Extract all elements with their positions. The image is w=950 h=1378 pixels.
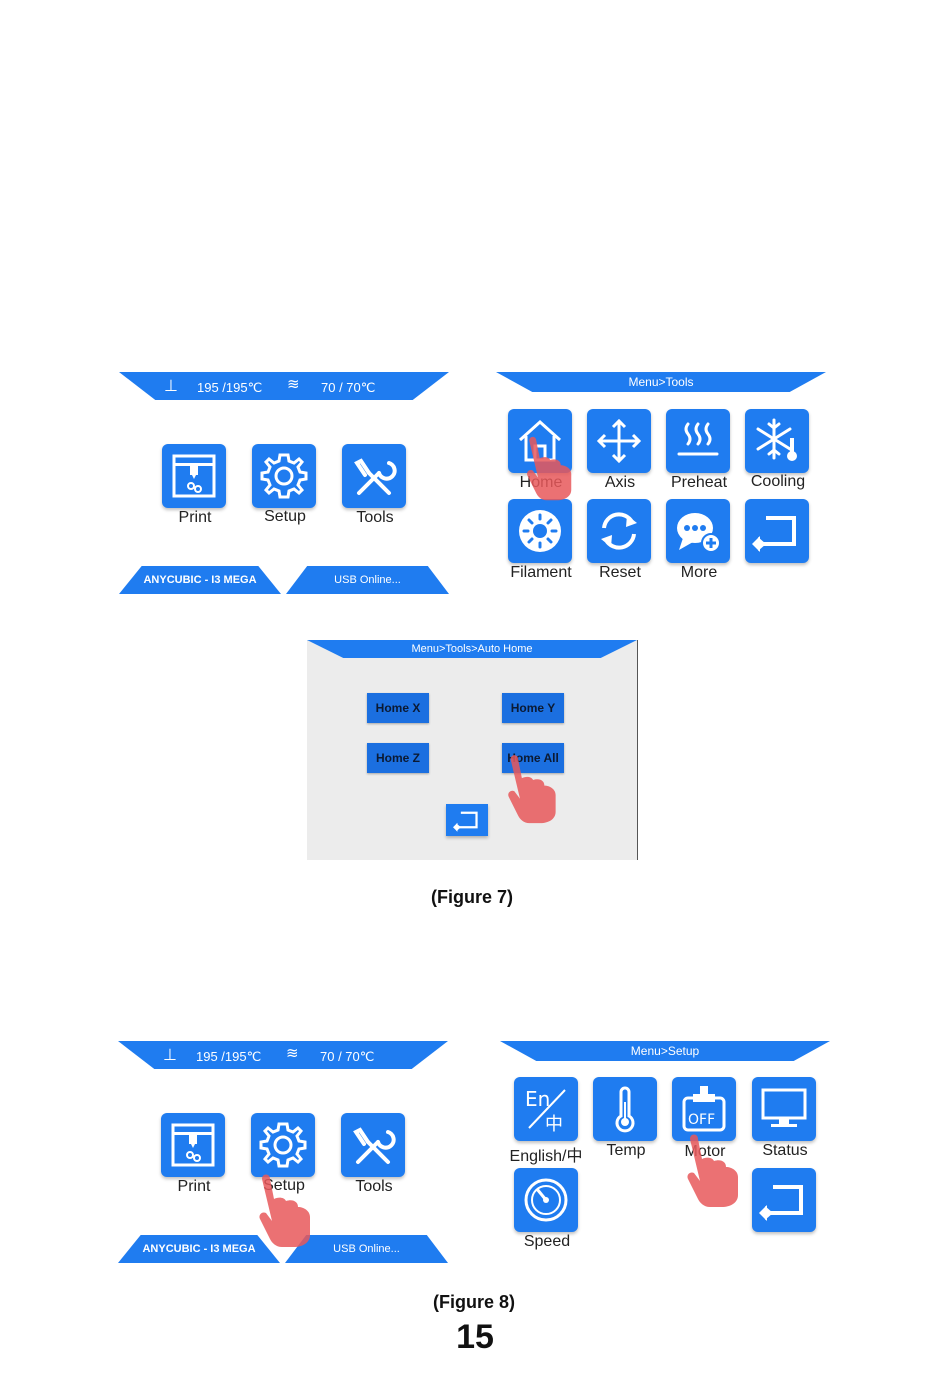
speed-button[interactable]: [514, 1168, 578, 1232]
speed-label: Speed: [523, 1233, 571, 1250]
home-button[interactable]: [508, 409, 572, 473]
temp-label: Temp: [606, 1142, 646, 1159]
filament-label: Filament: [510, 564, 572, 581]
nozzle-icon: ⊥: [163, 1047, 177, 1064]
language-label: English/中: [509, 1148, 583, 1165]
page-number: 15: [456, 1318, 494, 1356]
auto-home-back-button[interactable]: [446, 804, 488, 836]
print-label: Print: [178, 509, 212, 526]
setup-label: Setup: [264, 508, 306, 525]
usb-status: USB Online...: [286, 566, 449, 594]
cooling-button[interactable]: [745, 409, 809, 473]
thermometer-icon: [600, 1084, 650, 1134]
status-bar: [118, 1041, 448, 1069]
tools-button[interactable]: [342, 444, 406, 508]
reset-label: Reset: [599, 564, 641, 581]
nozzle-temp: 195 /195℃: [196, 1049, 262, 1064]
cooling-label: Cooling: [750, 473, 806, 490]
language-icon: [521, 1084, 571, 1134]
tools-label: Tools: [356, 509, 394, 526]
fig7-main-screen: ⊥ 195 /195℃ ≋ 70 / 70℃ Print Setup Tools…: [119, 372, 449, 594]
back-icon: [453, 806, 481, 834]
motor-label: Motor: [684, 1143, 726, 1160]
home-y-button[interactable]: Home Y: [502, 693, 564, 723]
tools-icon: [349, 451, 399, 501]
heat-icon: [673, 416, 723, 466]
home-icon: [515, 416, 565, 466]
figure-8-caption: (Figure 8): [432, 1292, 515, 1312]
tools-button[interactable]: [341, 1113, 405, 1177]
monitor-icon: [759, 1084, 809, 1134]
tools-screen: Menu>Tools Home Axis Preheat Cooling Fil…: [496, 372, 826, 594]
setup-button[interactable]: [251, 1113, 315, 1177]
tools-label: Tools: [355, 1178, 393, 1195]
home-z-button[interactable]: Home Z: [367, 743, 429, 773]
back-button[interactable]: [752, 1168, 816, 1232]
setup-title-bar: Menu>Setup: [500, 1041, 830, 1061]
speedometer-icon: [521, 1175, 571, 1225]
setup-button[interactable]: [252, 444, 316, 508]
preheat-button[interactable]: [666, 409, 730, 473]
printer-icon: [169, 451, 219, 501]
nozzle-icon: ⊥: [164, 378, 178, 395]
filament-button[interactable]: [508, 499, 572, 563]
back-icon: [752, 506, 802, 556]
status-label: Status: [762, 1142, 808, 1159]
figure-7-caption: (Figure 7): [430, 887, 513, 907]
bed-heat-icon: ≋: [287, 376, 300, 393]
back-button[interactable]: [745, 499, 809, 563]
axis-icon: [594, 416, 644, 466]
fig8-main-screen: ⊥ 195 /195℃ ≋ 70 / 70℃ Print Setup Tools…: [118, 1041, 448, 1263]
snowflake-icon: [752, 416, 802, 466]
more-button[interactable]: [666, 499, 730, 563]
status-bar: [119, 372, 449, 400]
auto-home-screen: Menu>Tools>Auto Home Home X Home Y Home …: [307, 640, 638, 860]
back-icon: [759, 1175, 809, 1225]
temp-button[interactable]: [593, 1077, 657, 1141]
bed-temp: 70 / 70℃: [320, 1049, 375, 1064]
gear-icon: [259, 451, 309, 501]
nozzle-temp: 195 /195℃: [197, 380, 263, 395]
print-button[interactable]: [162, 444, 226, 508]
motor-off-icon: [679, 1084, 729, 1134]
brand-bar: ANYCUBIC - I3 MEGA: [119, 566, 281, 594]
home-x-button[interactable]: Home X: [367, 693, 429, 723]
filament-icon: [515, 506, 565, 556]
axis-label: Axis: [604, 474, 636, 491]
usb-status: USB Online...: [285, 1235, 448, 1263]
printer-icon: [168, 1120, 218, 1170]
tools-title-bar: Menu>Tools: [496, 372, 826, 392]
home-label: Home: [519, 474, 563, 491]
bed-temp: 70 / 70℃: [321, 380, 376, 395]
setup-screen: Menu>Setup English/中 Temp Motor Status S…: [500, 1041, 830, 1263]
bed-heat-icon: ≋: [286, 1045, 299, 1062]
print-label: Print: [177, 1178, 211, 1195]
preheat-label: Preheat: [670, 474, 728, 491]
setup-label: Setup: [263, 1177, 305, 1194]
print-button[interactable]: [161, 1113, 225, 1177]
reset-button[interactable]: [587, 499, 651, 563]
brand-bar: ANYCUBIC - I3 MEGA: [118, 1235, 280, 1263]
status-button[interactable]: [752, 1077, 816, 1141]
more-icon: [673, 506, 723, 556]
gear-icon: [258, 1120, 308, 1170]
motor-button[interactable]: [672, 1077, 736, 1141]
more-label: More: [680, 564, 718, 581]
axis-button[interactable]: [587, 409, 651, 473]
language-button[interactable]: [514, 1077, 578, 1141]
tools-icon: [348, 1120, 398, 1170]
auto-home-title-bar: Menu>Tools>Auto Home: [307, 640, 637, 658]
home-all-button[interactable]: Home All: [502, 743, 564, 773]
reset-icon: [594, 506, 644, 556]
